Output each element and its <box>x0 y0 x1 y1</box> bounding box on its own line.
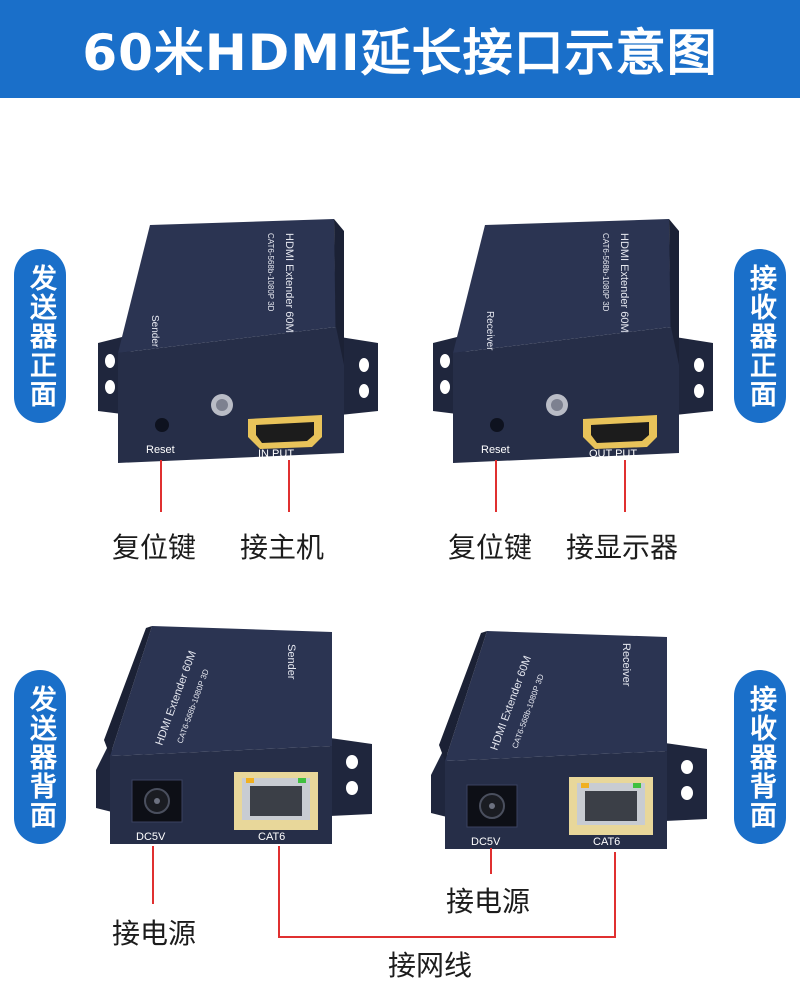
mount-hole <box>681 786 693 800</box>
callout-receiver-reset: 复位键 <box>448 531 533 564</box>
device-top <box>118 219 336 353</box>
mount-hole <box>681 760 693 774</box>
lead-line-network-bottom <box>278 936 616 938</box>
device-role-text: Sender <box>149 315 160 348</box>
mount-hole <box>694 358 704 372</box>
mounting-ear-right <box>330 738 372 816</box>
device-top <box>453 219 671 353</box>
reset-label: Reset <box>481 444 510 456</box>
page-title: 60米HDMI延长接口示意图 <box>82 24 718 82</box>
side-label-sender-front: 发送器正面 <box>14 249 66 423</box>
device-top <box>110 626 332 756</box>
callout-receiver-display: 接显示器 <box>566 531 679 564</box>
sender-back-device: HDMI Extender 60M CAT6-568b-1080P 3D Sen… <box>96 626 372 844</box>
callout-receiver-power: 接电源 <box>446 885 531 918</box>
mount-hole <box>346 755 358 769</box>
mount-hole <box>105 380 115 394</box>
device-model-text: HDMI Extender 60M <box>618 233 630 333</box>
device-model-text: HDMI Extender 60M <box>283 233 295 333</box>
device-spec-text: CAT6-568b-1080P 3D <box>266 233 275 312</box>
input-label: IN PUT <box>258 448 294 460</box>
device-top <box>445 631 667 761</box>
callout-sender-power: 接电源 <box>112 917 197 950</box>
mount-hole <box>359 358 369 372</box>
callout-network-cable: 接网线 <box>388 949 473 982</box>
device-side <box>439 631 487 761</box>
lead-line-receiver-display <box>624 460 626 512</box>
device-role-text: Receiver <box>620 643 632 687</box>
mounting-ear-right <box>665 743 707 821</box>
mount-hole <box>105 354 115 368</box>
mount-hole <box>440 354 450 368</box>
reset-label: Reset <box>146 444 175 456</box>
dc5v-label: DC5V <box>471 836 501 848</box>
lead-line-receiver-power <box>490 848 492 874</box>
callout-sender-reset: 复位键 <box>112 531 197 564</box>
side-label-text: 接收器背面 <box>745 684 776 830</box>
lead-line-sender-power <box>152 846 154 904</box>
cat6-label: CAT6 <box>593 836 620 848</box>
callout-sender-host: 接主机 <box>240 531 325 564</box>
lead-line-receiver-reset <box>495 460 497 512</box>
side-label-sender-back: 发送器背面 <box>14 670 66 844</box>
device-role-text: Sender <box>285 644 297 680</box>
mount-hole <box>694 384 704 398</box>
mounting-ear-left <box>96 738 112 812</box>
receiver-back-device: HDMI Extender 60M CAT6-568b-1080P 3D Rec… <box>431 631 707 849</box>
mount-hole <box>346 781 358 795</box>
output-label: OUT PUT <box>589 448 637 460</box>
device-side <box>104 626 152 756</box>
device-role-text: Receiver <box>484 311 495 351</box>
lead-line-sender-host <box>288 460 290 512</box>
side-label-text: 发送器背面 <box>25 684 56 830</box>
lead-line-sender-reset <box>160 460 162 512</box>
lead-line-network-right <box>614 852 616 938</box>
reset-hole <box>490 418 504 432</box>
sender-front-device: HDMI Extender 60M CAT6-568b-1080P 3D Sen… <box>98 219 378 463</box>
side-label-receiver-front: 接收器正面 <box>734 249 786 423</box>
cat6-label: CAT6 <box>258 831 285 843</box>
side-label-text: 接收器正面 <box>745 263 776 409</box>
side-label-receiver-back: 接收器背面 <box>734 670 786 844</box>
device-side <box>669 219 679 365</box>
mounting-ear-left <box>431 743 447 817</box>
device-side <box>334 219 344 365</box>
mount-hole <box>440 380 450 394</box>
header-bar: 60米HDMI延长接口示意图 <box>0 0 800 98</box>
mounting-ear-right <box>340 337 378 415</box>
lead-line-network-left <box>278 846 280 938</box>
device-spec-text: CAT6-568b-1080P 3D <box>601 233 610 312</box>
mount-hole <box>359 384 369 398</box>
mounting-ear-right <box>675 337 713 415</box>
receiver-front-device: HDMI Extender 60M CAT6-568b-1080P 3D Rec… <box>433 219 713 463</box>
side-label-text: 发送器正面 <box>25 263 56 409</box>
dc5v-label: DC5V <box>136 831 166 843</box>
reset-hole <box>155 418 169 432</box>
